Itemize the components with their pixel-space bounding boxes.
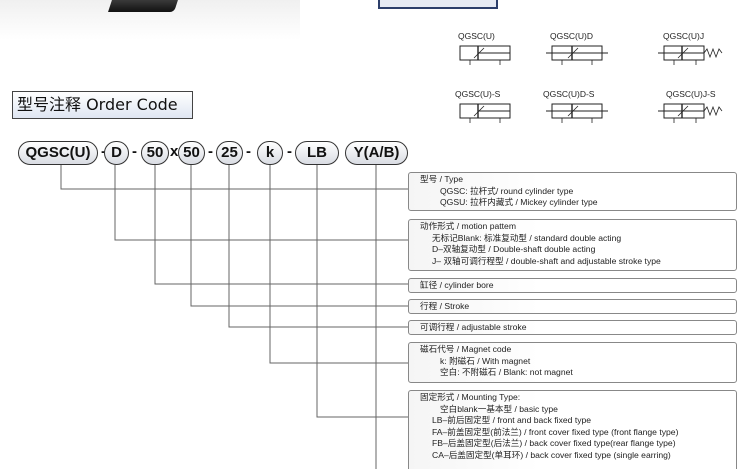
symbol-label: QGSC(U)D-S <box>543 89 595 99</box>
desc-magnet-line: 空白: 不附磁石 / Blank: not magnet <box>440 367 573 377</box>
desc-magnet: 磁石代号 / Magnet code k: 附磁石 / With magnet … <box>408 342 737 383</box>
desc-mounting: 固定形式 / Mounting Type: 空白blank一基本型 / basi… <box>408 390 737 469</box>
desc-mounting-line: CA–后盖固定型(单耳环) / back cover fixed type (s… <box>432 449 671 460</box>
desc-motion-head: 动作形式 / motion pattem <box>420 221 516 231</box>
code-magnet: k <box>257 141 283 165</box>
desc-bore-head: 缸径 / cylinder bore <box>420 280 494 290</box>
code-separator: - <box>246 143 251 160</box>
desc-motion: 动作形式 / motion pattem 无标记Blank: 标准复动型 / s… <box>408 219 737 271</box>
desc-magnet-line: k: 附磁石 / With magnet <box>440 355 531 366</box>
desc-bore: 缸径 / cylinder bore <box>408 278 737 293</box>
symbol-label: QGSC(U)D <box>550 31 593 41</box>
symbol-label: QGSC(U) <box>458 31 495 41</box>
symbol-label: QGSC(U)-S <box>455 89 501 99</box>
desc-stroke: 行程 / Stroke <box>408 299 737 314</box>
code-option: Y(A/B) <box>345 141 408 165</box>
desc-mounting-line: 空白blank一基本型 / basic type <box>440 403 558 414</box>
symbol-label: QGSC(U)J-S <box>666 89 716 99</box>
cylinder-symbol-spring <box>657 103 723 124</box>
code-separator-x: x <box>170 143 179 160</box>
code-separator: - <box>208 143 213 160</box>
desc-mounting-head: 固定形式 / Mounting Type: <box>420 392 521 402</box>
desc-motion-line: 无标记Blank: 标准复动型 / standard double acting <box>432 232 622 243</box>
cylinder-symbol <box>459 103 511 124</box>
desc-motion-line: D–双轴复动型 / Double-shaft double acting <box>432 244 596 254</box>
code-bore: 50 <box>141 141 169 165</box>
desc-mounting-line: FB–后盖固定型(后法兰) / back cover fixed type(re… <box>432 438 676 448</box>
code-stroke: 50 <box>178 141 205 165</box>
code-separator: - <box>287 143 292 160</box>
desc-mounting-line: LB–前后固定型 / front and back fixed type <box>432 415 592 425</box>
code-separator: - <box>132 143 137 160</box>
desc-type-line: QGSC: 拉杆式/ round cylinder type <box>440 185 574 196</box>
desc-mounting-line: FA–前盖固定型(前法兰) / front cover fixed type (… <box>432 426 679 437</box>
desc-type: 型号 / Type QGSC: 拉杆式/ round cylinder type… <box>408 172 737 211</box>
desc-adjust-head: 可调行程 / adjustable stroke <box>420 322 527 332</box>
code-series: QGSC(U) <box>18 141 98 165</box>
desc-motion-line: J– 双轴可调行程型 / double-shaft and adjustable… <box>432 255 661 266</box>
code-separator: - <box>101 143 106 160</box>
desc-type-head: 型号 / Type <box>420 174 463 184</box>
header-box-fragment <box>378 0 498 9</box>
cylinder-symbol <box>459 45 511 66</box>
desc-magnet-head: 磁石代号 / Magnet code <box>420 344 512 354</box>
code-mounting: LB <box>295 141 339 165</box>
desc-adjustable-stroke: 可调行程 / adjustable stroke <box>408 320 737 335</box>
cylinder-symbol-double <box>545 45 609 66</box>
cylinder-symbol-spring <box>657 45 723 66</box>
code-motion: D <box>104 141 129 165</box>
cylinder-symbol-double <box>545 103 609 124</box>
symbol-label: QGSC(U)J <box>663 31 705 41</box>
code-adjust-stroke: 25 <box>216 141 243 165</box>
desc-type-line: QGSU: 拉杆内藏式 / Mickey cylinder type <box>440 197 598 207</box>
desc-stroke-head: 行程 / Stroke <box>420 301 470 311</box>
section-title: 型号注释 Order Code <box>12 91 193 119</box>
